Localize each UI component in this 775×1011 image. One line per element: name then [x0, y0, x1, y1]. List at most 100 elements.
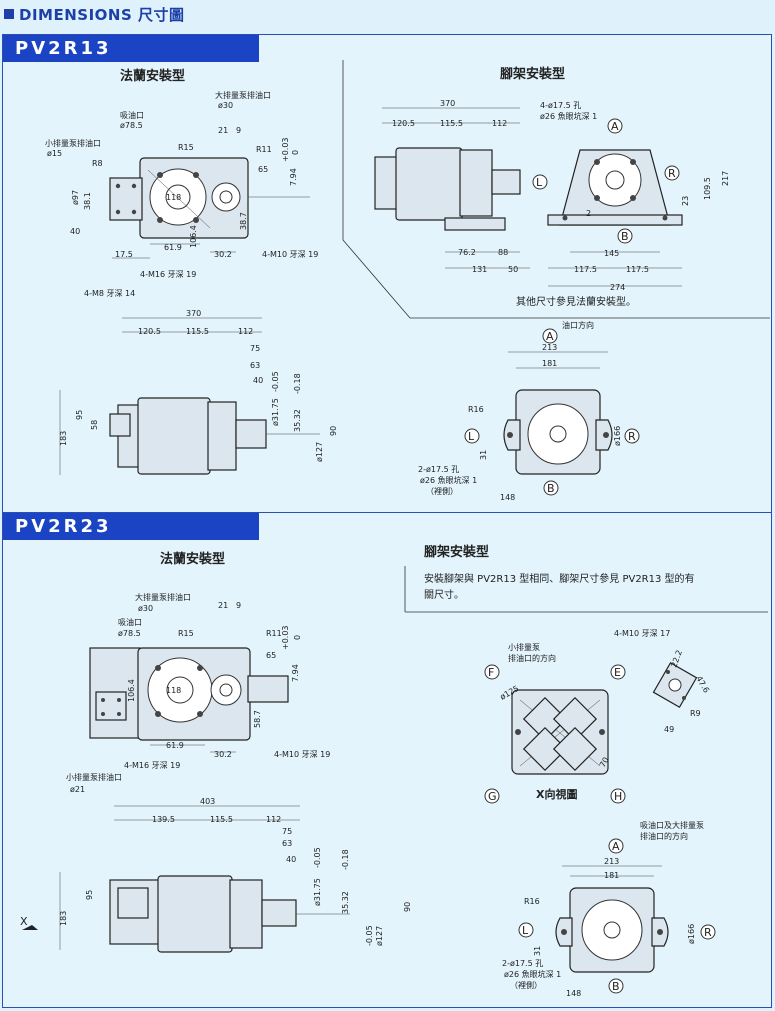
svg-text:17.5: 17.5	[115, 250, 133, 259]
svg-text:61.9: 61.9	[164, 243, 182, 252]
svg-text:（裡側）: （裡側）	[510, 980, 542, 990]
svg-text:ø26 魚眼坑深 1: ø26 魚眼坑深 1	[504, 969, 561, 979]
page-header: DIMENSIONS 尺寸圖	[4, 4, 184, 25]
section-tag-pv2r13: PV2R13	[3, 35, 259, 62]
label-A-circle-13	[607, 118, 623, 134]
svg-text:115.5: 115.5	[210, 815, 233, 824]
svg-text:吸油口: 吸油口	[118, 617, 142, 627]
svg-text:ø97: ø97	[71, 190, 80, 205]
svg-text:274: 274	[610, 283, 625, 292]
svg-text:B: B	[621, 230, 629, 243]
svg-text:217: 217	[721, 171, 730, 186]
svg-text:B: B	[547, 482, 555, 495]
x-view-marker: X	[20, 915, 28, 928]
svg-text:47.6: 47.6	[694, 675, 711, 695]
svg-text:4-M16 牙深 19: 4-M16 牙深 19	[124, 761, 180, 770]
svg-text:排油口的方向: 排油口的方向	[508, 653, 556, 663]
svg-text:181: 181	[542, 359, 557, 368]
pv2r23-end-view	[555, 887, 669, 973]
svg-text:2: 2	[586, 209, 591, 218]
svg-text:61.9: 61.9	[166, 741, 184, 750]
svg-text:63: 63	[282, 839, 292, 848]
svg-text:50: 50	[508, 265, 518, 274]
svg-text:22.2: 22.2	[669, 649, 684, 669]
svg-text:139.5: 139.5	[152, 815, 175, 824]
svg-text:90: 90	[329, 426, 338, 436]
svg-text:31: 31	[533, 946, 542, 956]
svg-text:吸油口及大排量泵: 吸油口及大排量泵	[640, 820, 704, 830]
pv2r23-x-view	[511, 689, 609, 775]
svg-text:4-M10 牙深 17: 4-M10 牙深 17	[614, 629, 670, 638]
svg-text:213: 213	[542, 343, 557, 352]
svg-text:小排量泵: 小排量泵	[508, 642, 540, 652]
svg-text:L: L	[522, 924, 529, 937]
svg-text:大排量泵排油口: 大排量泵排油口	[215, 90, 271, 100]
svg-text:40: 40	[253, 376, 263, 385]
svg-text:38.1: 38.1	[83, 192, 92, 210]
svg-text:A: A	[611, 120, 619, 133]
svg-text:ø78.5: ø78.5	[120, 121, 143, 130]
svg-text:40: 40	[286, 855, 296, 864]
panel-pv2r13: PV2R13	[2, 34, 772, 514]
svg-text:ø127: ø127	[375, 926, 384, 946]
svg-text:112: 112	[238, 327, 253, 336]
svg-text:0: 0	[291, 150, 300, 155]
svg-text:35.32: 35.32	[293, 409, 302, 432]
svg-text:ø15: ø15	[47, 149, 62, 158]
svg-text:R11: R11	[256, 145, 272, 154]
svg-text:120.5: 120.5	[138, 327, 161, 336]
svg-text:R: R	[668, 167, 676, 180]
svg-text:65: 65	[258, 165, 268, 174]
svg-text:ø26 魚眼坑深 1: ø26 魚眼坑深 1	[420, 475, 477, 485]
svg-text:403: 403	[200, 797, 215, 806]
pv2r13-flange-front-view	[109, 157, 310, 239]
svg-text:9: 9	[236, 601, 241, 610]
svg-text:31: 31	[479, 450, 488, 460]
svg-text:58: 58	[90, 420, 99, 430]
svg-text:183: 183	[59, 911, 68, 926]
svg-text:112: 112	[492, 119, 507, 128]
header-square-icon	[4, 9, 14, 19]
svg-text:R15: R15	[178, 143, 194, 152]
svg-text:R11: R11	[266, 629, 282, 638]
svg-text:115.5: 115.5	[440, 119, 463, 128]
svg-text:ø31.75: ø31.75	[313, 878, 322, 906]
svg-text:148: 148	[566, 989, 581, 998]
pv2r13-foot-side-view	[374, 147, 521, 231]
svg-text:ø31.75: ø31.75	[271, 398, 280, 426]
svg-text:油口方向: 油口方向	[562, 320, 594, 330]
pv2r13-flange-side-view	[59, 390, 320, 475]
svg-text:2-ø17.5 孔: 2-ø17.5 孔	[418, 465, 459, 474]
label-L-circle-13	[532, 174, 548, 190]
svg-text:4-M10 牙深 19: 4-M10 牙深 19	[262, 250, 318, 259]
svg-text:75: 75	[282, 827, 292, 836]
svg-text:大排量泵排油口: 大排量泵排油口	[135, 592, 191, 602]
pv2r23-foot-title: 腳架安裝型	[424, 544, 489, 560]
svg-text:23: 23	[681, 196, 690, 206]
svg-text:-0.05: -0.05	[271, 371, 280, 392]
x-view-title: X向視圖	[536, 787, 577, 801]
svg-text:+0.03: +0.03	[281, 137, 290, 162]
svg-text:+0.03: +0.03	[281, 625, 290, 650]
pv2r23-flange-front-view	[89, 647, 289, 741]
svg-text:115.5: 115.5	[186, 327, 209, 336]
pv2r13-end-view	[503, 389, 613, 475]
pv2r13-foot-note: 其他尺寸參見法蘭安裝型。	[516, 295, 636, 308]
svg-text:排油口的方向: 排油口的方向	[640, 831, 688, 841]
svg-text:ø166: ø166	[613, 426, 622, 446]
svg-text:小排量泵排油口: 小排量泵排油口	[45, 138, 101, 148]
svg-text:109.5: 109.5	[703, 177, 712, 200]
svg-text:181: 181	[604, 871, 619, 880]
svg-text:117.5: 117.5	[574, 265, 597, 274]
svg-text:70: 70	[598, 756, 611, 769]
svg-text:95: 95	[85, 890, 94, 900]
svg-text:R16: R16	[524, 897, 540, 906]
svg-text:120.5: 120.5	[392, 119, 415, 128]
svg-text:-0.05: -0.05	[365, 925, 374, 946]
svg-text:112: 112	[266, 815, 281, 824]
svg-text:370: 370	[186, 309, 201, 318]
svg-text:145: 145	[604, 249, 619, 258]
svg-text:148: 148	[500, 493, 515, 502]
svg-text:106.4: 106.4	[189, 225, 198, 248]
svg-text:75: 75	[250, 344, 260, 353]
